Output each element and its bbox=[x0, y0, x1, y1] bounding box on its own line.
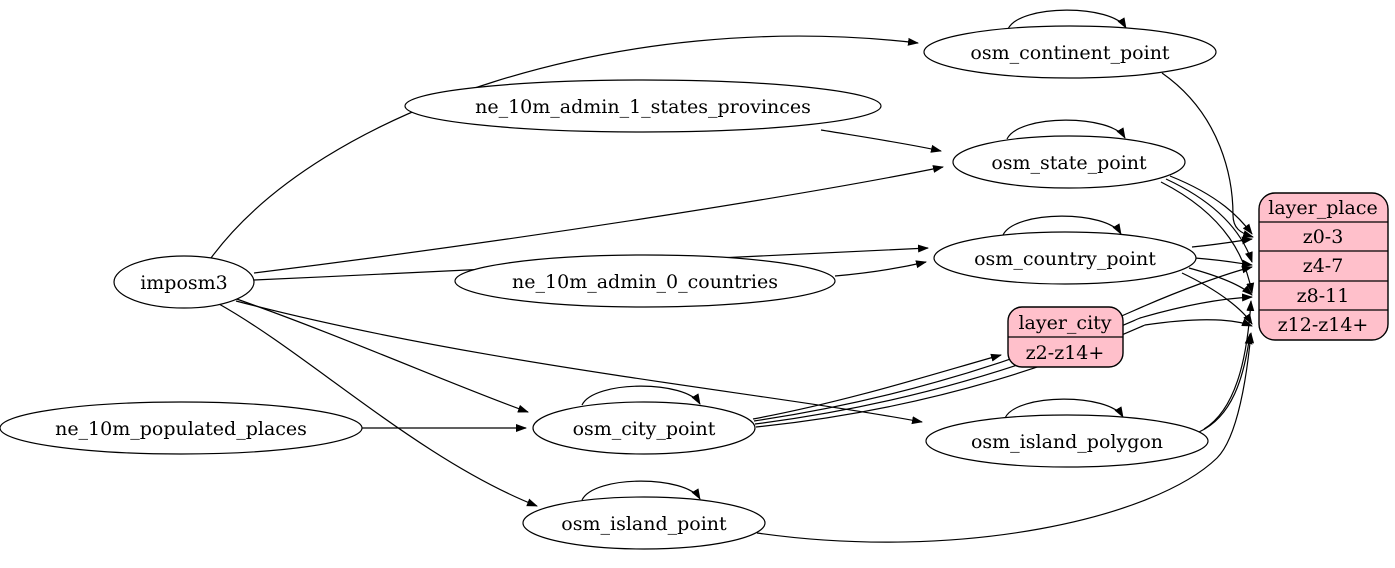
selfloop-osm_continent_point bbox=[1007, 9, 1127, 30]
edge-ne_10m_admin_1_states_provinces-to-osm_state_point bbox=[820, 129, 942, 153]
edge-osm_country_point-to-layer_place-z8-11 bbox=[1188, 267, 1253, 296]
node-ne_10m_admin_0_countries-label: ne_10m_admin_0_countries bbox=[512, 271, 778, 293]
node-osm_island_point: osm_island_point bbox=[522, 496, 766, 550]
node-imposm3-shape bbox=[113, 255, 255, 309]
node-osm_country_point-label: osm_country_point bbox=[974, 248, 1156, 270]
edge-osm_continent_point-to-layer_place-z0-3 bbox=[1161, 72, 1254, 238]
node-ne_10m_admin_1_states_provinces-shape bbox=[404, 79, 882, 133]
edge-osm_country_point-to-layer_place-z0-3 bbox=[1191, 236, 1253, 248]
edge-imposm3-to-osm_state_point bbox=[253, 165, 944, 274]
node-ne_10m_populated_places-shape bbox=[0, 401, 363, 455]
edge-imposm3-to-osm_continent_point bbox=[210, 35, 919, 259]
edge-osm_country_point-to-layer_place-z4-7 bbox=[1194, 257, 1253, 268]
node-layer_place-shape bbox=[1258, 192, 1389, 341]
node-layer_place-title: layer_place bbox=[1268, 197, 1377, 219]
node-osm_country_point: osm_country_point bbox=[933, 231, 1197, 285]
edge-osm_state_point-to-layer_place-z0-3 bbox=[1169, 175, 1253, 235]
node-ne_10m_populated_places: ne_10m_populated_places bbox=[0, 401, 363, 455]
node-osm_state_point: osm_state_point bbox=[952, 135, 1186, 189]
edge-osm_state_point-to-layer_place-z4-7 bbox=[1165, 178, 1253, 263]
node-osm_island_polygon-shape bbox=[925, 414, 1209, 468]
node-osm_island_point-label: osm_island_point bbox=[561, 513, 727, 535]
node-osm_city_point-shape bbox=[532, 401, 756, 455]
edge-imposm3-to-osm_island_polygon bbox=[235, 300, 923, 425]
selfloop-osm_island_point bbox=[581, 480, 701, 501]
edge-osm_state_point-to-layer_place-z8-11 bbox=[1160, 181, 1255, 294]
edge-osm_island_polygon-to-layer_place-z8-11 bbox=[1203, 300, 1255, 430]
node-osm_island_polygon-label: osm_island_polygon bbox=[971, 431, 1163, 453]
edge-osm_city_point-to-layer_place-z12-z14 bbox=[755, 318, 1253, 428]
selfloop-osm_country_point bbox=[1002, 215, 1122, 236]
layer_place-row-z0-3: z0-3 bbox=[1303, 226, 1344, 248]
node-imposm3: imposm3 bbox=[113, 255, 255, 309]
node-ne_10m_populated_places-label: ne_10m_populated_places bbox=[55, 418, 307, 440]
edge-osm_country_point-to-layer_place-z12-z14 bbox=[1181, 272, 1253, 325]
node-ne_10m_admin_0_countries-shape bbox=[454, 254, 836, 308]
node-ne_10m_admin_1_states_provinces-label: ne_10m_admin_1_states_provinces bbox=[475, 96, 811, 118]
node-layer_city-title: layer_city bbox=[1018, 312, 1111, 334]
node-ne_10m_admin_0_countries: ne_10m_admin_0_countries bbox=[454, 254, 836, 308]
layer_place-row-z4-7: z4-7 bbox=[1303, 255, 1344, 277]
node-osm_country_point-shape bbox=[933, 231, 1197, 285]
node-layer_place: layer_place z0-3 z4-7 z8-11 z12-z14+ bbox=[1258, 192, 1389, 341]
layer_place-row-z12-z14: z12-z14+ bbox=[1278, 314, 1369, 336]
edge-osm_city_point-to-layer_place-z8-11 bbox=[754, 293, 1253, 425]
node-imposm3-label: imposm3 bbox=[140, 272, 228, 294]
selfloop-osm_city_point bbox=[581, 385, 701, 406]
nodes: imposm3 ne_10m_admin_1_states_provinces … bbox=[0, 25, 1389, 550]
edge-osm_city_point-to-layer_place-z4-7 bbox=[753, 265, 1253, 422]
node-ne_10m_admin_1_states_provinces: ne_10m_admin_1_states_provinces bbox=[404, 79, 882, 133]
edge-imposm3-to-osm_island_point bbox=[218, 303, 538, 507]
selfloop-osm_state_point bbox=[1006, 119, 1126, 140]
edge-ne_10m_admin_0_countries-to-osm_country_point bbox=[834, 260, 927, 277]
node-osm_island_point-shape bbox=[522, 496, 766, 550]
layer_city-row-z2-z14: z2-z14+ bbox=[1026, 342, 1105, 364]
node-osm_island_polygon: osm_island_polygon bbox=[925, 414, 1209, 468]
node-osm_city_point-label: osm_city_point bbox=[573, 418, 716, 440]
node-osm_state_point-shape bbox=[952, 135, 1186, 189]
layer_place-row-z8-11: z8-11 bbox=[1297, 285, 1350, 307]
node-layer_city: layer_city z2-z14+ bbox=[1007, 306, 1124, 368]
edge-osm_island_polygon-to-layer_place-z12-z14 bbox=[1198, 333, 1253, 433]
node-osm_continent_point-shape bbox=[923, 25, 1217, 79]
edge-osm_city_point-to-layer_city-z2-z14 bbox=[752, 353, 1002, 420]
selfloop-osm_island_polygon bbox=[1004, 398, 1124, 419]
node-osm_city_point: osm_city_point bbox=[532, 401, 756, 455]
edge-osm_island_point-to-layer_place-z12-z14 bbox=[756, 332, 1255, 543]
node-osm_continent_point: osm_continent_point bbox=[923, 25, 1217, 79]
edge-imposm3-to-osm_city_point bbox=[230, 296, 529, 413]
node-osm_continent_point-label: osm_continent_point bbox=[970, 42, 1170, 64]
node-osm_state_point-label: osm_state_point bbox=[991, 152, 1147, 174]
